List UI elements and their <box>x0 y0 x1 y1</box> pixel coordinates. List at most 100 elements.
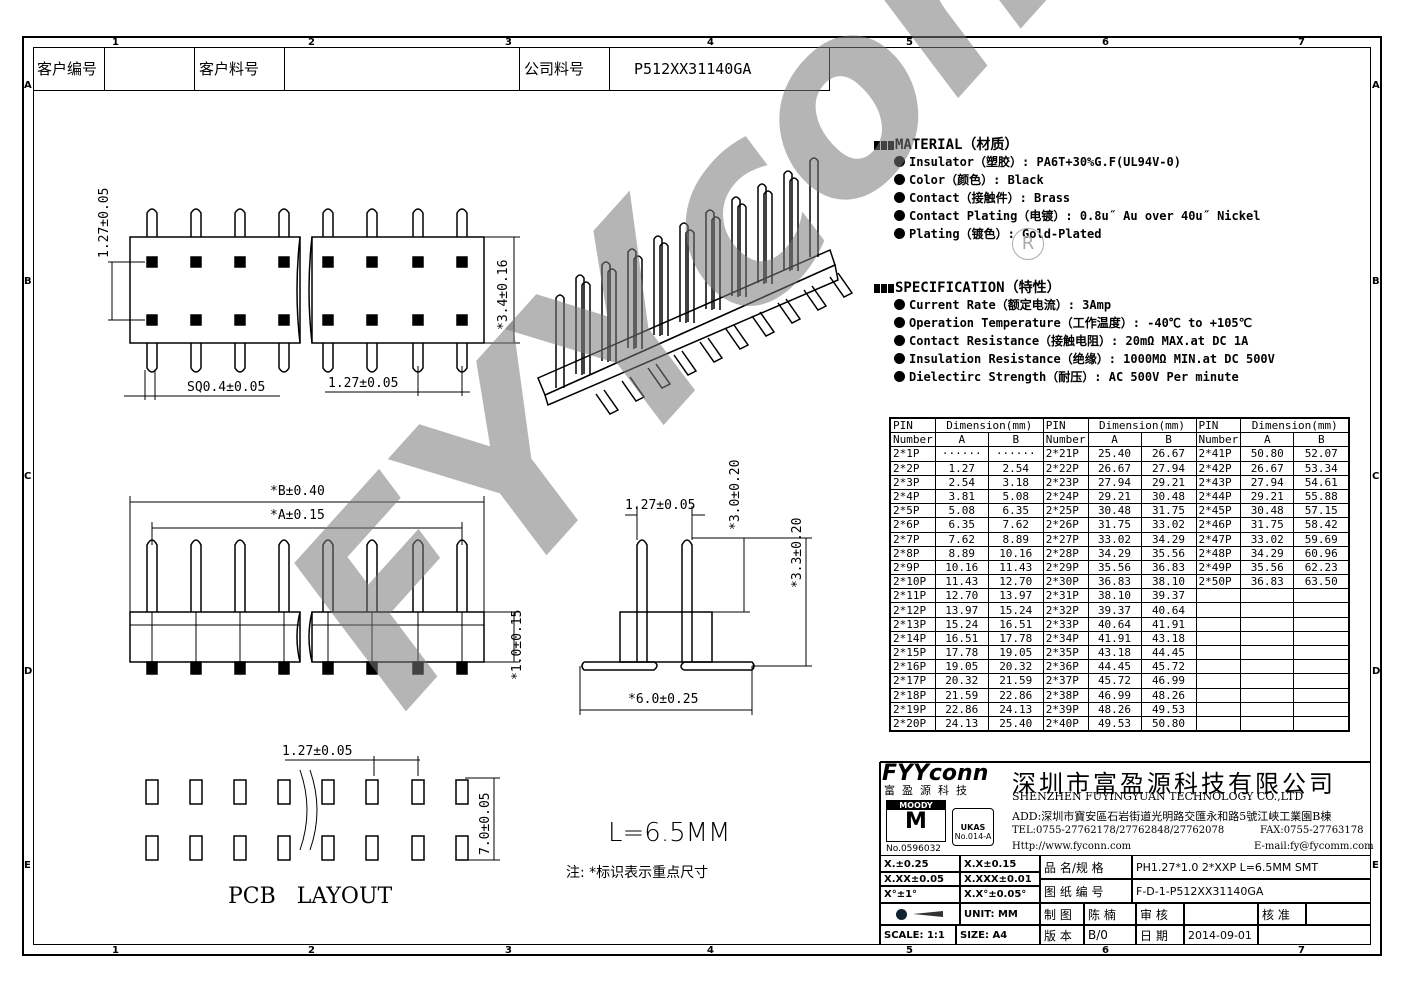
table-cell <box>1293 701 1350 717</box>
top-pin-upper <box>322 208 334 237</box>
dim-header-cell: B <box>987 432 1044 448</box>
dim-pitch-top: 1.27±0.05 <box>97 187 112 258</box>
pcb-pad <box>233 779 247 805</box>
table-cell: 50.80 <box>1140 715 1197 732</box>
zone-col-7: 7 <box>1298 945 1305 956</box>
zone-row-A: A <box>1372 80 1380 91</box>
spec-line: Insulator（塑胶）: PA6T+30%G.F(UL94V-0) <box>894 153 1181 170</box>
iso-pin-back <box>601 261 611 361</box>
customer-part-label: 客户料号 <box>195 47 285 91</box>
table-cell: 2*17P <box>889 673 936 689</box>
top-pin-lower <box>278 343 290 373</box>
table-cell: 35.56 <box>1087 559 1142 576</box>
company-fax: FAX:0755-27763178 <box>1260 825 1364 836</box>
table-cell: 1.27 <box>934 460 989 476</box>
dim-header-dimension: Dimension(mm) <box>1240 417 1350 434</box>
top-view-body-right <box>311 236 485 344</box>
approve-label: 核 准 <box>1258 903 1306 925</box>
top-pin-square <box>456 256 468 268</box>
table-cell: 15.24 <box>934 616 989 632</box>
customer-no-value <box>105 47 195 91</box>
zone-col-1: 1 <box>112 37 119 48</box>
table-cell: 26.67 <box>1240 460 1295 476</box>
date-label: 日 期 <box>1136 925 1184 945</box>
top-pin-lower <box>146 343 158 373</box>
iso-pin-back <box>679 222 689 322</box>
top-pin-square <box>366 314 378 326</box>
top-pin-upper <box>278 208 290 237</box>
table-cell: 27.94 <box>1240 474 1295 490</box>
top-pin-square <box>146 256 158 268</box>
version-value: B/0 <box>1084 925 1136 945</box>
table-cell: 5.08 <box>987 488 1044 505</box>
dim-height-right: *3.4±0.16 <box>496 259 511 330</box>
table-cell: 40.64 <box>1087 616 1142 632</box>
zone-row-E: E <box>1372 860 1379 871</box>
company-logo-sub: 富 盈 源 科 技 <box>884 784 967 797</box>
company-email: E-mail:fy@fycomm.com <box>1254 841 1374 852</box>
spec-line: Color（颜色）: Black <box>894 171 1044 188</box>
iso-pin-back <box>705 209 715 309</box>
table-cell: 13.97 <box>987 588 1044 604</box>
table-cell: 49.53 <box>1140 701 1197 717</box>
iso-pin-front <box>633 255 643 349</box>
iso-foot <box>803 285 828 311</box>
table-cell: 49.53 <box>1087 715 1142 732</box>
zone-col-1: 1 <box>112 945 119 956</box>
table-cell: 7.62 <box>934 531 989 547</box>
dim-header-dimension: Dimension(mm) <box>1087 417 1197 434</box>
table-cell: 21.59 <box>934 687 989 703</box>
table-cell <box>1293 715 1350 732</box>
pcb-pad <box>233 835 247 861</box>
spec-line: Insulation Resistance（绝缘）: 1000MΩ MIN.at… <box>894 350 1275 367</box>
top-pin-upper <box>234 208 246 237</box>
table-cell: 52.07 <box>1293 446 1350 462</box>
table-cell: 27.94 <box>1140 460 1197 476</box>
zone-row-C: C <box>1372 471 1380 482</box>
zone-col-6: 6 <box>1102 37 1109 48</box>
top-pin-square <box>366 256 378 268</box>
tolerance-4: X.XXX±0.01 <box>960 871 1040 887</box>
table-cell: 7.62 <box>987 517 1044 533</box>
top-pin-upper <box>456 208 468 237</box>
bullet-icon <box>894 210 905 221</box>
bullet-icon <box>894 228 905 239</box>
top-pin-lower <box>234 343 246 373</box>
length-label: L=6.5MM <box>608 818 731 848</box>
company-part-label: 公司料号 <box>520 47 610 91</box>
table-cell: 2*30P <box>1042 574 1089 590</box>
iso-pin-back <box>757 183 767 283</box>
table-cell: 27.94 <box>1087 474 1142 490</box>
table-cell: 2*12P <box>889 602 936 618</box>
company-part-value: P512XX31140GA <box>610 47 830 91</box>
iso-pin-front <box>581 281 591 375</box>
front-pin <box>412 539 424 612</box>
table-cell: 10.16 <box>934 559 989 576</box>
top-pin-square <box>412 256 424 268</box>
table-cell: 2*1P <box>889 446 936 462</box>
top-pin-square <box>456 314 468 326</box>
bullet-icon <box>894 299 905 310</box>
tolerance-3: X.XX±0.05 <box>880 871 960 887</box>
top-pin-square <box>278 256 290 268</box>
front-pin-foot <box>190 661 202 675</box>
zone-col-6: 6 <box>1102 945 1109 956</box>
specification-title: SPECIFICATION（特性） <box>874 277 1061 297</box>
iso-pin-back <box>783 170 793 270</box>
bullet-icon <box>894 156 905 167</box>
iso-foot <box>647 363 672 389</box>
table-cell: 57.15 <box>1293 503 1350 519</box>
front-pin <box>190 539 202 612</box>
draw-value: 陈 楠 <box>1084 903 1136 925</box>
dim-pcb-pitch: 1.27±0.05 <box>282 744 353 759</box>
zone-col-4: 4 <box>707 37 714 48</box>
table-cell: 2*6P <box>889 517 936 533</box>
table-cell: 12.70 <box>934 588 989 604</box>
approve-value <box>1306 903 1371 925</box>
table-cell: 11.43 <box>987 559 1044 576</box>
